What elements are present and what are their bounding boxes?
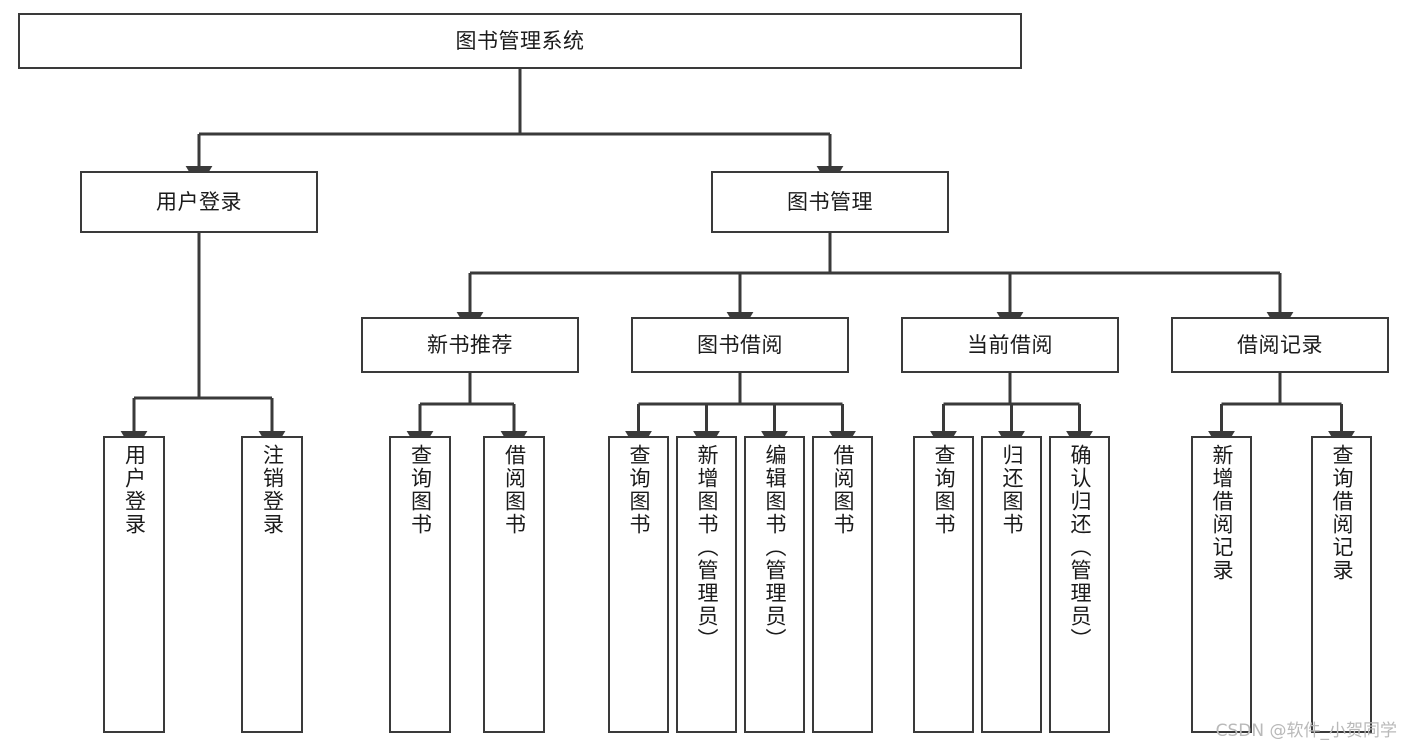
node-label-leaf-new-1: 查询图书	[408, 444, 433, 536]
node-leaf-bor-3[interactable]: 编辑图书（管理员）	[744, 436, 805, 733]
node-label-leaf-cur-3: 确认归还（管理员）	[1068, 444, 1092, 651]
node-current[interactable]: 当前借阅	[901, 317, 1119, 373]
node-label-leaf-cur-2: 归还图书	[1000, 444, 1024, 536]
node-label-leaf-bor-3: 编辑图书（管理员）	[763, 444, 787, 651]
node-root[interactable]: 图书管理系统	[18, 13, 1022, 69]
node-label-leaf-rec-1: 新增借阅记录	[1210, 444, 1234, 582]
node-leaf-login-1[interactable]: 用户登录	[103, 436, 165, 733]
node-label-login: 用户登录	[156, 189, 242, 214]
node-label-records: 借阅记录	[1237, 332, 1323, 357]
node-label-leaf-rec-2: 查询借阅记录	[1330, 444, 1354, 582]
node-leaf-bor-1[interactable]: 查询图书	[608, 436, 669, 733]
node-leaf-cur-1[interactable]: 查询图书	[913, 436, 974, 733]
node-label-leaf-new-2: 借阅图书	[502, 444, 527, 536]
node-leaf-rec-2[interactable]: 查询借阅记录	[1311, 436, 1372, 733]
node-label-leaf-login-1: 用户登录	[122, 444, 147, 536]
node-login[interactable]: 用户登录	[80, 171, 318, 233]
node-label-borrow: 图书借阅	[697, 332, 783, 357]
node-borrow[interactable]: 图书借阅	[631, 317, 849, 373]
node-label-leaf-bor-4: 借阅图书	[831, 444, 855, 536]
node-label-bookmgmt: 图书管理	[787, 189, 873, 214]
node-label-root: 图书管理系统	[455, 28, 585, 53]
node-label-leaf-bor-2: 新增图书（管理员）	[695, 444, 719, 651]
node-records[interactable]: 借阅记录	[1171, 317, 1389, 373]
node-newbook[interactable]: 新书推荐	[361, 317, 579, 373]
node-leaf-rec-1[interactable]: 新增借阅记录	[1191, 436, 1252, 733]
node-leaf-cur-2[interactable]: 归还图书	[981, 436, 1042, 733]
node-label-leaf-login-2: 注销登录	[260, 444, 285, 536]
node-leaf-login-2[interactable]: 注销登录	[241, 436, 303, 733]
node-label-current: 当前借阅	[967, 332, 1053, 357]
node-leaf-new-2[interactable]: 借阅图书	[483, 436, 545, 733]
node-label-leaf-cur-1: 查询图书	[932, 444, 956, 536]
node-leaf-cur-3[interactable]: 确认归还（管理员）	[1049, 436, 1110, 733]
node-leaf-new-1[interactable]: 查询图书	[389, 436, 451, 733]
node-label-newbook: 新书推荐	[427, 332, 513, 357]
node-leaf-bor-4[interactable]: 借阅图书	[812, 436, 873, 733]
node-label-leaf-bor-1: 查询图书	[627, 444, 651, 536]
node-bookmgmt[interactable]: 图书管理	[711, 171, 949, 233]
node-leaf-bor-2[interactable]: 新增图书（管理员）	[676, 436, 737, 733]
